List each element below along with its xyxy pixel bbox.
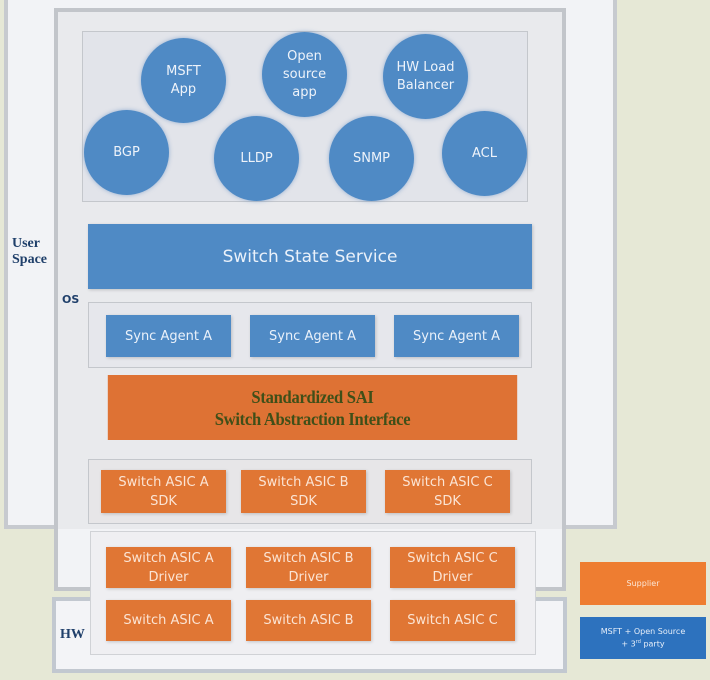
app-acl: ACL xyxy=(442,111,527,196)
app-open-source: Open source app xyxy=(262,32,347,117)
sync-agent-1: Sync Agent A xyxy=(106,315,231,357)
driver-asic-a: Switch ASIC A Driver xyxy=(106,547,231,588)
switch-state-service: Switch State Service xyxy=(88,224,532,289)
user-space-label: User Space xyxy=(12,236,47,267)
sdk-asic-c: Switch ASIC C SDK xyxy=(385,470,510,513)
sai-box: Standardized SAI Switch Abstraction Inte… xyxy=(107,375,518,440)
asic-a: Switch ASIC A xyxy=(106,600,231,641)
app-msft: MSFT App xyxy=(141,38,226,123)
driver-asic-b: Switch ASIC B Driver xyxy=(246,547,371,588)
sai-title: Standardized SAI xyxy=(251,386,374,407)
app-hw-load-balancer: HW Load Balancer xyxy=(383,34,468,119)
sync-agent-3: Sync Agent A xyxy=(394,315,519,357)
legend-msft-line2: + 3rd party xyxy=(621,637,664,650)
legend-msft-line1: MSFT + Open Source xyxy=(600,626,686,636)
legend-msft-line2-suffix: party xyxy=(640,639,665,649)
app-lldp: LLDP xyxy=(214,116,299,201)
app-snmp: SNMP xyxy=(329,116,414,201)
sdk-asic-a: Switch ASIC A SDK xyxy=(101,470,226,513)
sai-subtitle: Switch Abstraction Interface xyxy=(214,408,411,429)
asic-c: Switch ASIC C xyxy=(390,600,515,641)
sync-agent-2: Sync Agent A xyxy=(250,315,375,357)
asic-b: Switch ASIC B xyxy=(246,600,371,641)
hw-label: HW xyxy=(60,627,85,642)
sdk-asic-b: Switch ASIC B SDK xyxy=(241,470,366,513)
driver-asic-c: Switch ASIC C Driver xyxy=(390,547,515,588)
os-label: OS xyxy=(62,293,80,306)
legend-msft-open-source: MSFT + Open Source + 3rd party xyxy=(580,617,706,659)
app-bgp: BGP xyxy=(84,110,169,195)
legend-msft-line2-prefix: + 3 xyxy=(621,639,636,649)
legend-msft-line2-sup: rd xyxy=(635,638,641,645)
legend-supplier: Supplier xyxy=(580,562,706,605)
